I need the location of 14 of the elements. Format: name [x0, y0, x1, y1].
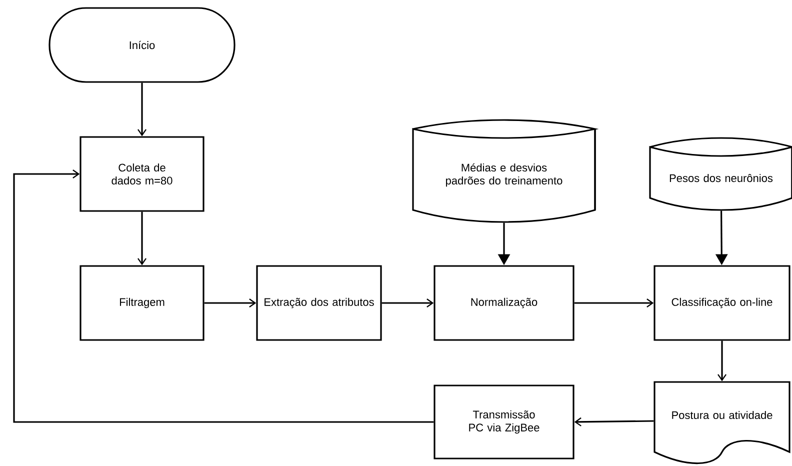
process-box: Classificação on-line	[654, 265, 790, 341]
arrow	[13, 170, 434, 423]
process-box: Coleta de dados m=80	[80, 136, 204, 212]
arrow	[718, 340, 727, 382]
arrow	[574, 298, 654, 308]
arrow	[138, 212, 147, 266]
process-box: Extração dos atributos	[256, 265, 382, 341]
arrow	[382, 298, 434, 308]
arrow	[574, 417, 654, 426]
process-box: Normalização	[434, 265, 574, 341]
process-box: Transmissão PC via ZigBee	[434, 384, 574, 460]
arrow	[204, 298, 256, 308]
arrow	[138, 82, 147, 136]
process-box: Filtragem	[80, 265, 204, 341]
